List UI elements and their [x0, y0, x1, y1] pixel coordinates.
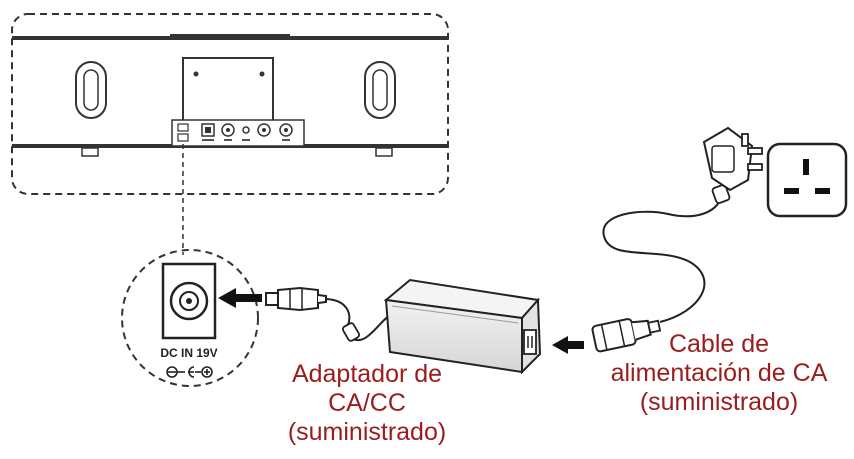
sub-out-port — [279, 123, 293, 141]
speaker-outline — [11, 13, 449, 195]
dc-plug — [218, 286, 327, 312]
iec-connector — [591, 318, 662, 353]
ac-cable-strain-relief — [711, 184, 731, 204]
dc-jack-detail: DC IN 19V — [121, 249, 259, 387]
socket-live-slot — [784, 188, 799, 194]
power-cable-label-line2: alimentación de CA — [610, 359, 828, 387]
speaker-top-bar — [12, 36, 448, 40]
uk-mains-plug — [702, 126, 763, 192]
polarity-icon — [166, 366, 213, 378]
socket-earth-slot — [803, 159, 809, 175]
optical-port — [201, 123, 215, 141]
ac-power-cable — [602, 195, 723, 323]
dc-jack-rating: DC IN 19V — [160, 346, 217, 360]
bracket-screw-left — [193, 71, 199, 77]
coax-port — [257, 123, 271, 137]
uk-wall-socket — [766, 142, 848, 218]
mount-slot-right — [364, 61, 396, 119]
power-cable-label: Cable de alimentación de CA (suministrad… — [594, 330, 844, 417]
bracket-screw-right — [259, 71, 265, 77]
ac-inlet-arrow — [552, 336, 584, 354]
speaker-rear-panel — [11, 13, 449, 195]
zoom-circle — [121, 249, 259, 387]
aux-port — [221, 123, 235, 141]
adapter-label: Adaptador de CA/CC (suministrado) — [262, 360, 472, 447]
dc-in-port — [177, 123, 189, 142]
adapter-ac-inlet — [523, 329, 537, 355]
connector-panel — [171, 119, 305, 147]
power-cable-label-line1: Cable de — [668, 330, 770, 358]
adapter-label-line1: Adaptador de — [291, 360, 443, 388]
adapter-label-line2: CA/CC — [328, 389, 406, 417]
dc-plug-arrow — [218, 288, 262, 308]
adapter-label-line3: (suministrado) — [287, 418, 447, 446]
socket-neutral-slot — [815, 188, 830, 194]
ac-dc-adapter — [383, 278, 542, 375]
connector-bracket — [182, 57, 274, 120]
speaker-foot-left — [81, 147, 99, 157]
mount-slot-left — [75, 61, 107, 119]
speaker-foot-right — [375, 147, 393, 157]
ferrite-bead — [342, 322, 360, 342]
usb-port — [242, 126, 250, 141]
power-cable-label-line3: (suministrado) — [639, 388, 799, 416]
